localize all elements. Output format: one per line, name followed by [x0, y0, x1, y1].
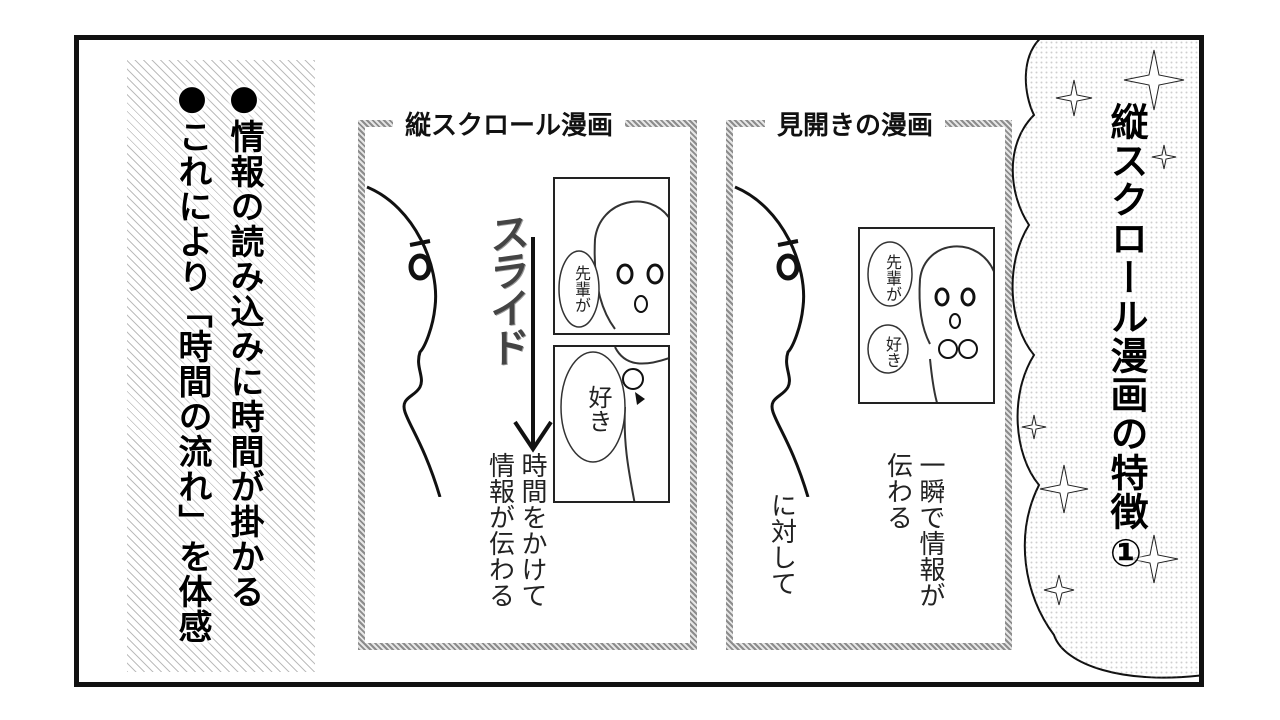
title-cloud-illustration	[1011, 40, 1199, 679]
reader-face-illustration	[366, 185, 442, 497]
girl-full-illustration	[867, 241, 993, 402]
manga-frame-top: 先輩が	[553, 177, 670, 335]
spread-caption-instant: 一瞬で情報が伝わる	[882, 452, 946, 608]
notes-column: ●情報の読み込みに時間が掛かる ●これにより「時間の流れ」を体感	[127, 60, 315, 672]
spread-title: 見開きの漫画	[765, 105, 946, 142]
vertical-scroll-example: 縦スクロール漫画 スライド 先輩が	[358, 105, 697, 650]
vertical-scroll-title: 縦スクロール漫画	[393, 105, 626, 142]
speech-bubble-top: 先輩が	[572, 265, 591, 313]
down-arrow-icon	[513, 237, 553, 453]
speech-bubble-spread-a: 先輩が	[883, 254, 902, 302]
sparkle-icon	[1021, 49, 1185, 606]
manga-frame-spread: 先輩が 好き	[858, 227, 995, 404]
comic-panel: ●情報の読み込みに時間が掛かる ●これにより「時間の流れ」を体感 縦スクロール漫…	[74, 35, 1204, 687]
note-time-flow: ●これにより「時間の流れ」を体感	[172, 78, 212, 644]
note-loading-time: ●情報の読み込みに時間が掛かる	[224, 78, 264, 609]
page-title: 縦スクロール漫画の特徴①	[1104, 102, 1148, 576]
girl-face-illustration	[558, 200, 668, 330]
spread-caption-contrast: に対して	[766, 492, 797, 596]
girl-hands-illustration	[560, 347, 668, 501]
manga-frame-bottom: 好き	[553, 345, 670, 503]
speech-bubble-bottom: 好き	[584, 385, 612, 433]
vertical-scroll-caption: 時間をかけて情報が伝わる	[484, 452, 548, 608]
reader-face-illustration-2	[734, 185, 810, 497]
speech-bubble-spread-b: 好き	[883, 336, 902, 368]
spread-example: 見開きの漫画 先輩が	[726, 105, 1012, 650]
